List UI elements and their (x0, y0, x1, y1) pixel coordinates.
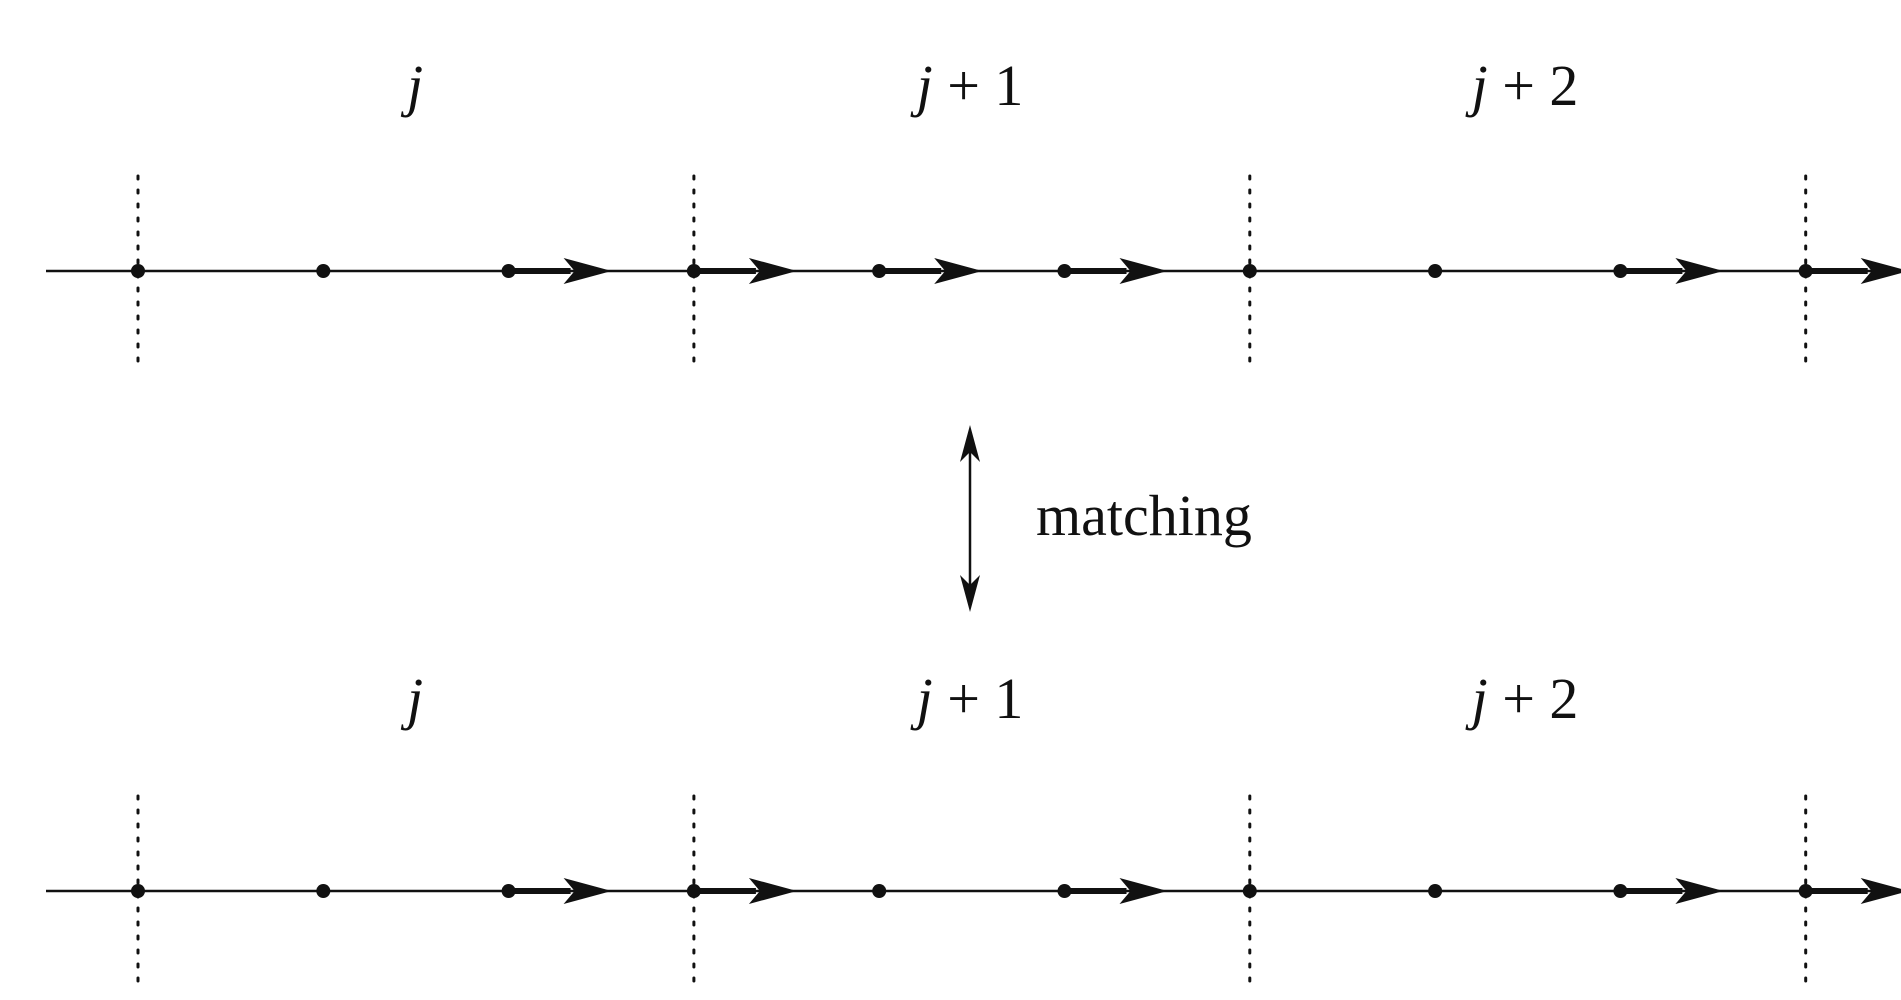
top-site-8 (1613, 264, 1628, 278)
top-label-block-j-plus-1: j + 1 (910, 53, 1024, 118)
top-site-6 (1242, 264, 1257, 278)
bottom-arrowhead-5 (1119, 878, 1168, 904)
top-label-block-j: j (400, 53, 423, 118)
bottom-site-1 (316, 884, 331, 898)
top-arrowhead-5 (1119, 258, 1168, 284)
top-site-7 (1428, 264, 1443, 278)
bottom-site-6 (1242, 884, 1257, 898)
bottom-label-block-j-plus-1: j + 1 (910, 666, 1024, 731)
bottom-row-labels: j j + 1 j + 2 (400, 666, 1578, 731)
top-arrowhead-3 (748, 258, 797, 284)
matching-label: matching (1036, 483, 1252, 548)
top-arrowhead-9 (1860, 258, 1901, 284)
top-label-block-j-plus-2: j + 2 (1465, 53, 1579, 118)
bottom-chain (46, 794, 1901, 983)
bottom-arrowhead-9 (1860, 878, 1901, 904)
top-chain (46, 174, 1901, 363)
matching-arrowhead-down (960, 575, 980, 612)
bottom-arrowhead-3 (748, 878, 797, 904)
top-arrowhead-2 (563, 258, 612, 284)
bottom-site-4 (872, 884, 887, 898)
top-arrowhead-4 (934, 258, 983, 284)
top-row-labels: j j + 1 j + 2 (400, 53, 1578, 118)
bottom-site-3 (686, 884, 701, 898)
bottom-site-8 (1613, 884, 1628, 898)
top-site-9 (1798, 264, 1813, 278)
top-site-2 (501, 264, 516, 278)
bottom-site-7 (1428, 884, 1443, 898)
top-arrowhead-8 (1675, 258, 1724, 284)
matching-indicator: matching (960, 425, 1252, 612)
bottom-site-0 (131, 884, 145, 898)
bottom-label-block-j-plus-2: j + 2 (1465, 666, 1579, 731)
bottom-site-5 (1057, 884, 1072, 898)
bottom-arrowhead-8 (1675, 878, 1724, 904)
bottom-arrowhead-2 (563, 878, 612, 904)
top-site-4 (872, 264, 887, 278)
matching-arrowhead-up (960, 425, 980, 462)
top-site-3 (686, 264, 701, 278)
bottom-site-9 (1798, 884, 1813, 898)
top-site-5 (1057, 264, 1072, 278)
top-site-1 (316, 264, 331, 278)
top-site-0 (131, 264, 145, 278)
bottom-site-2 (501, 884, 516, 898)
bottom-label-block-j: j (400, 666, 423, 731)
